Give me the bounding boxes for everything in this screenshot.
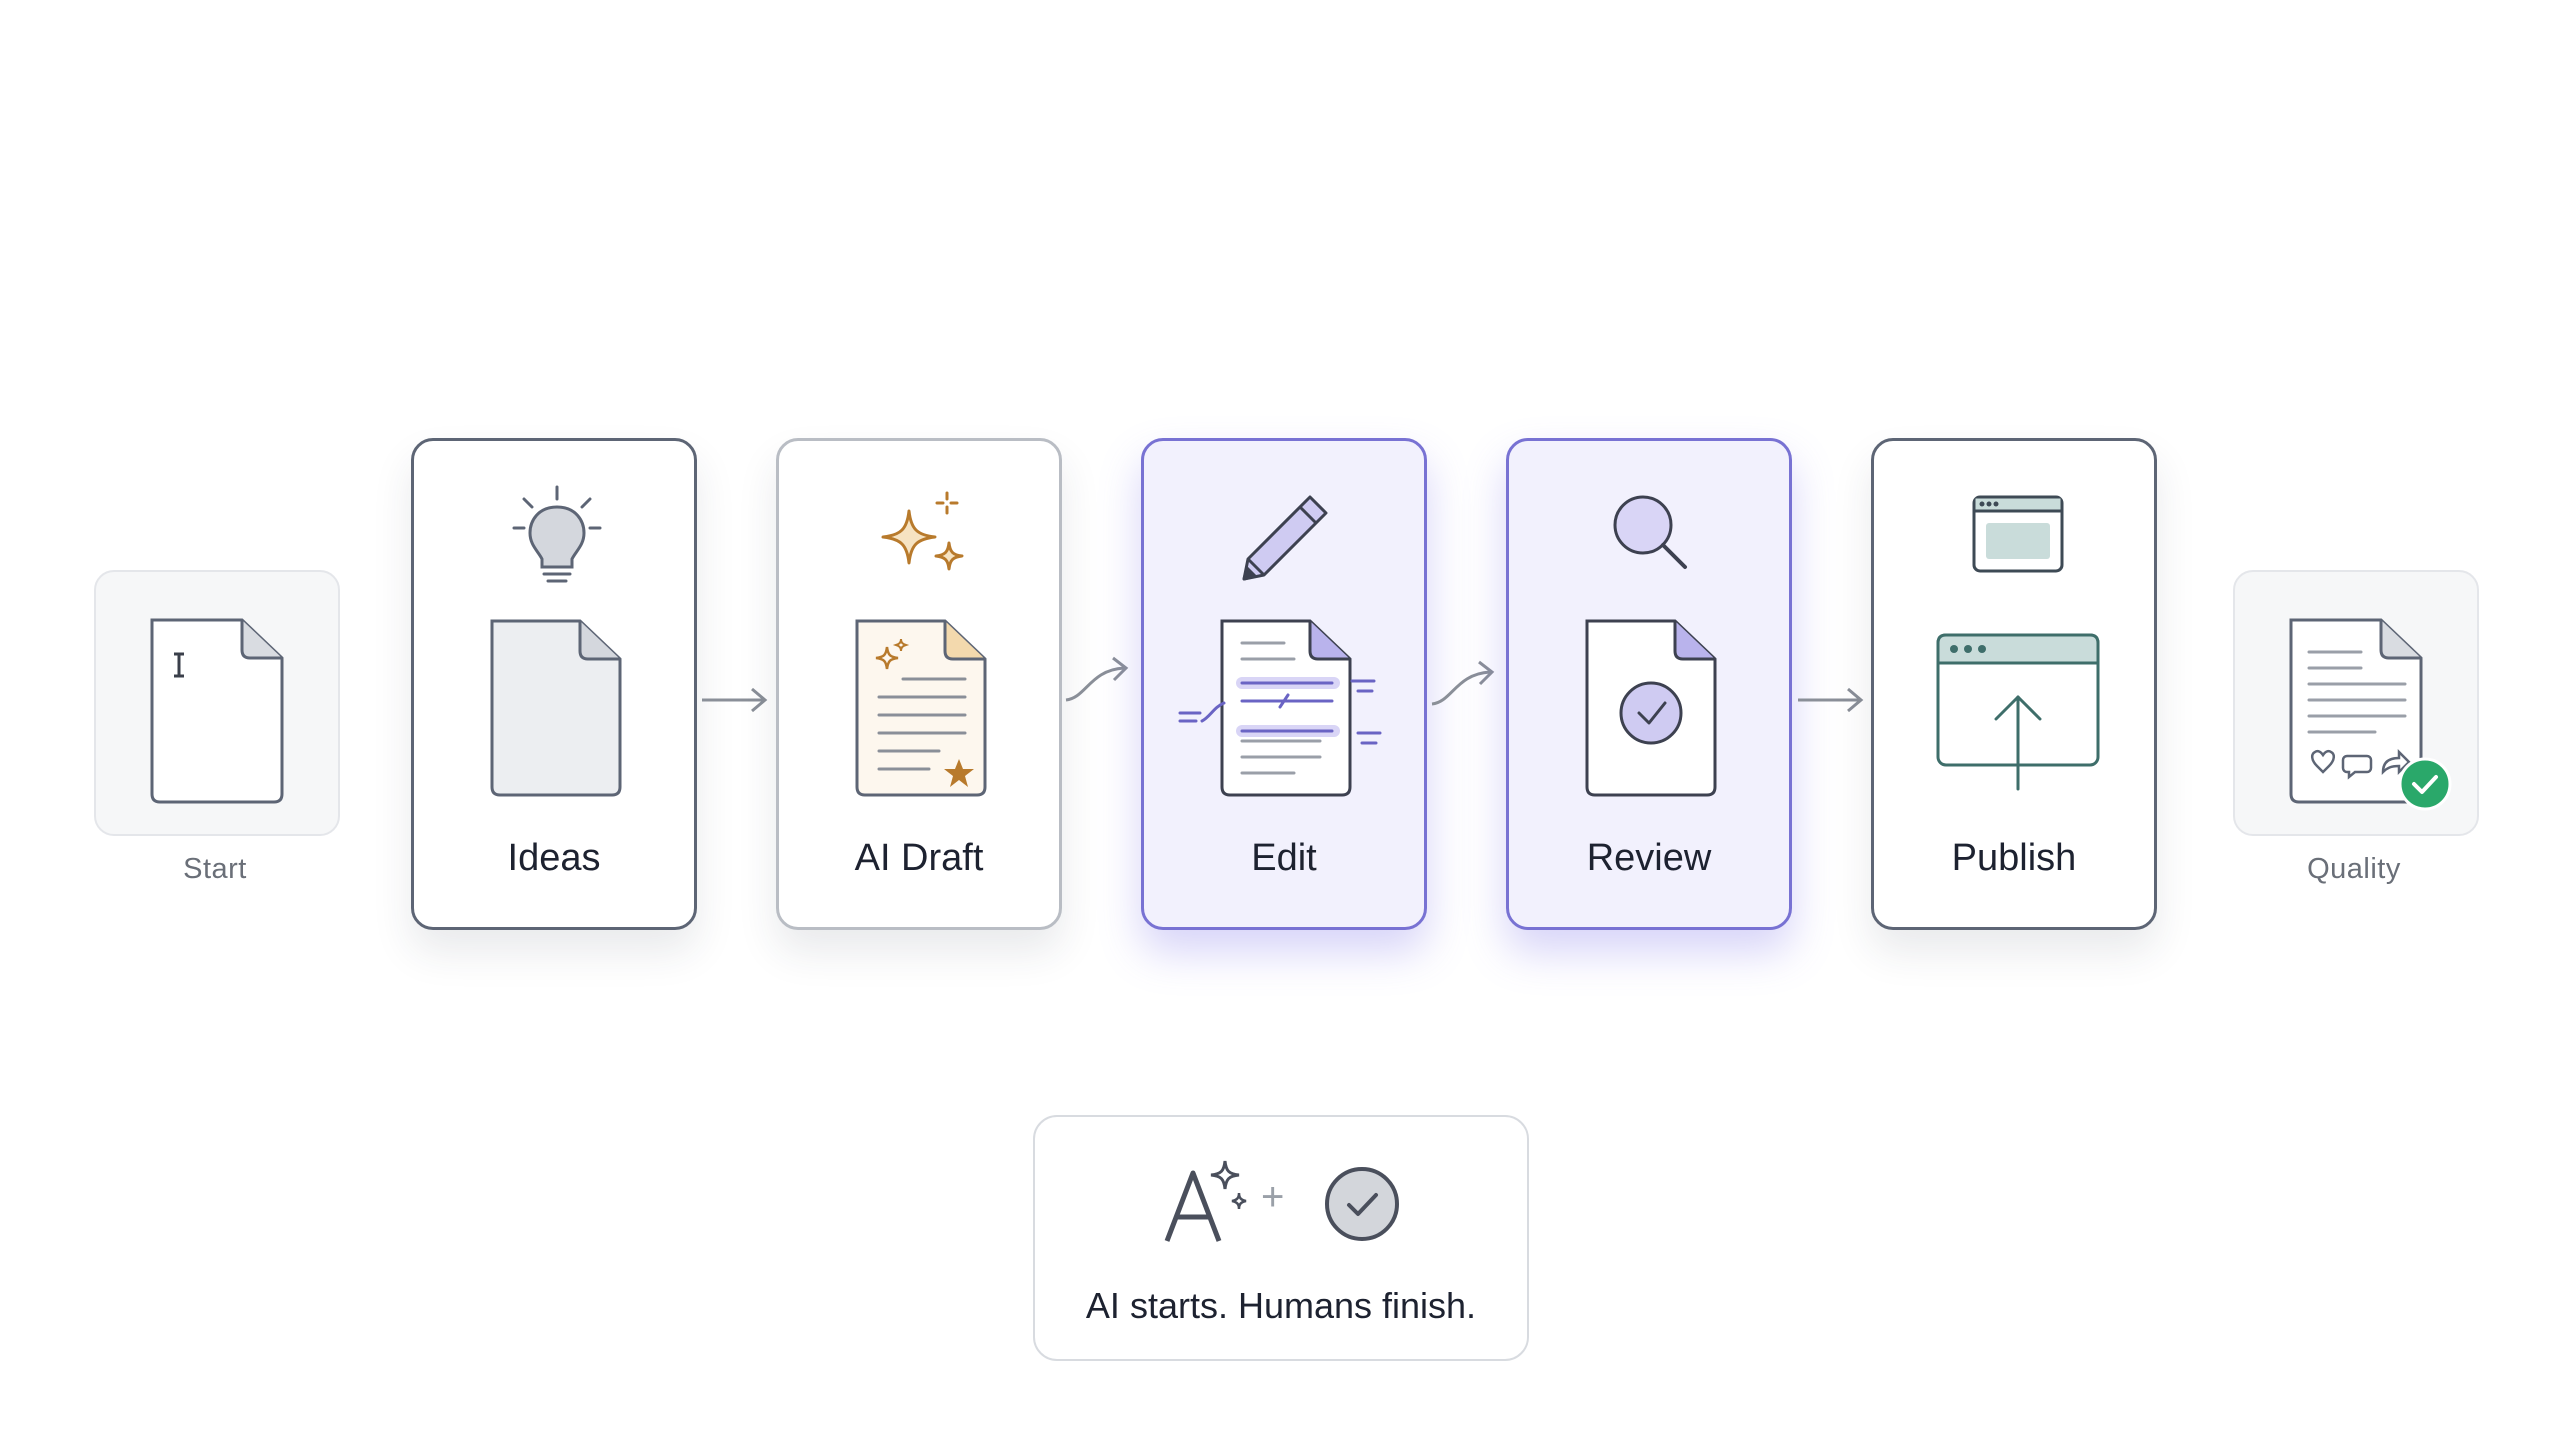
sparkles-icon	[881, 491, 964, 571]
quality-box	[2233, 570, 2479, 836]
step-card-review[interactable]: Review	[1506, 438, 1792, 930]
ai-draft-document-icon	[855, 619, 987, 797]
quality-label: Quality	[2307, 853, 2401, 885]
lightbulb-icon	[512, 485, 602, 583]
arrow-right-icon	[1798, 687, 1864, 713]
start-label: Start	[183, 853, 247, 885]
step-card-ideas[interactable]: Ideas	[411, 438, 697, 930]
caption-box: + AI starts. Humans finish.	[1033, 1115, 1529, 1361]
step-label: Publish	[1951, 837, 2077, 879]
share-icon	[2381, 748, 2411, 776]
step-label: Ideas	[507, 837, 601, 879]
browser-window-icon	[1972, 495, 2064, 573]
comment-icon	[2341, 754, 2373, 780]
step-label: Edit	[1251, 837, 1317, 879]
step-label: AI Draft	[854, 837, 984, 879]
upload-window-icon	[1936, 633, 2100, 791]
heart-icon	[2311, 749, 2335, 774]
curved-arrow-icon	[1431, 660, 1495, 706]
edited-document-icon	[1178, 619, 1382, 797]
step-label: Review	[1586, 837, 1712, 879]
step-card-publish[interactable]: Publish	[1871, 438, 2157, 930]
arrow-right-icon	[702, 687, 768, 713]
caption-text: AI starts. Humans finish.	[1085, 1285, 1477, 1326]
blank-document-icon	[150, 618, 284, 804]
human-check-icon	[1325, 1167, 1399, 1241]
magnifier-icon	[1613, 495, 1687, 569]
start-box	[94, 570, 340, 836]
check-badge-icon	[2398, 757, 2452, 811]
curved-arrow-icon	[1065, 656, 1129, 702]
step-card-edit[interactable]: Edit	[1141, 438, 1427, 930]
plus-sign: +	[1261, 1175, 1285, 1219]
blank-document-icon	[490, 619, 622, 797]
step-card-ai-draft[interactable]: AI Draft	[776, 438, 1062, 930]
approved-document-icon	[1585, 619, 1717, 797]
pencil-icon	[1242, 495, 1328, 581]
ai-text-sparkle-icon	[1164, 1160, 1247, 1242]
